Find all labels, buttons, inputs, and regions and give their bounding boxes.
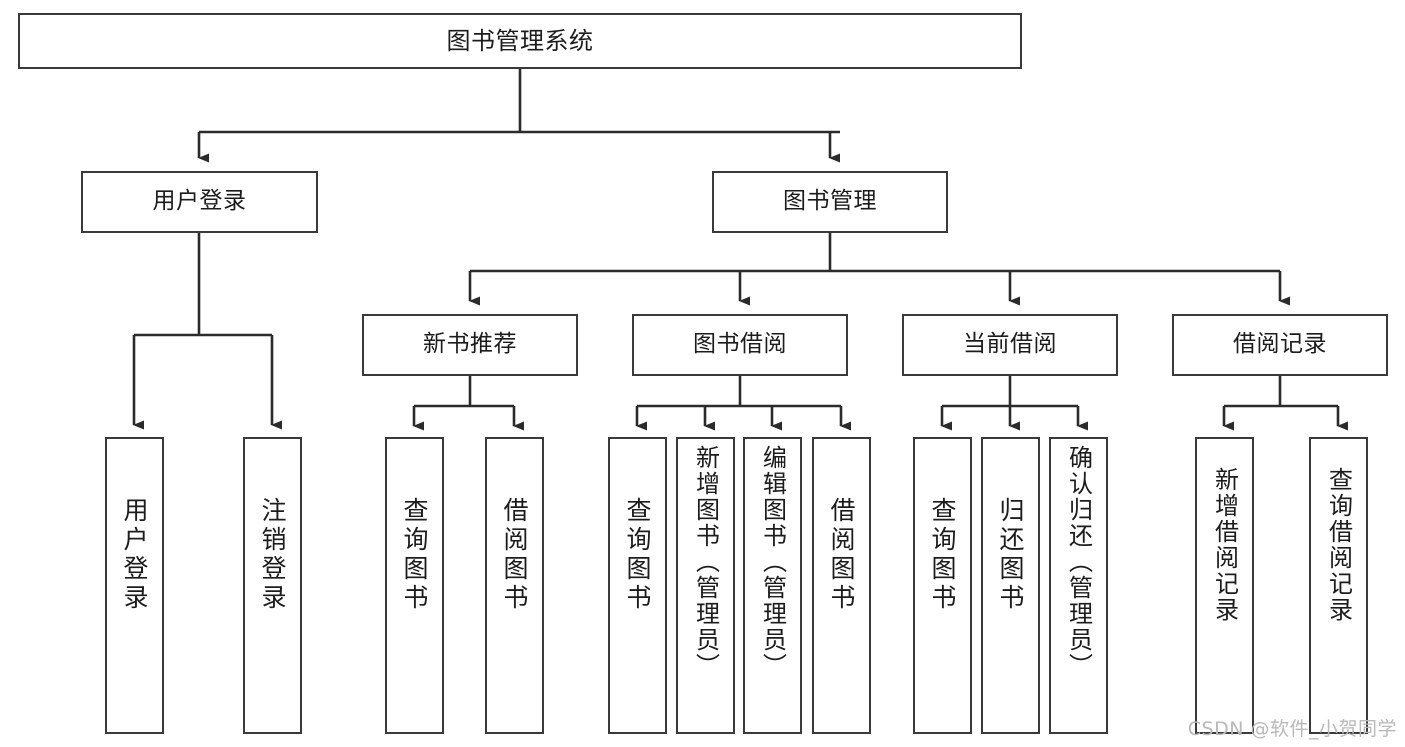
watermark-text: CSDN @软件_小贺同学 <box>1187 718 1397 740</box>
node-borrow-record[interactable]: 借阅记录 <box>1172 314 1388 376</box>
node-new-book-rec[interactable]: 新书推荐 <box>362 314 578 376</box>
node-leaf-query-record[interactable]: 查询借阅记录 <box>1309 437 1368 734</box>
node-borrow-record-label: 借阅记录 <box>1233 331 1327 358</box>
node-leaf-edit-book-label: 编辑图书（管理员） <box>758 445 787 679</box>
node-new-book-rec-label: 新书推荐 <box>423 331 517 358</box>
node-leaf-add-book[interactable]: 新增图书（管理员） <box>676 437 735 734</box>
node-leaf-logout[interactable]: 注销登录 <box>243 437 302 734</box>
node-leaf-query-book-2[interactable]: 查询图书 <box>608 437 667 734</box>
node-leaf-return-book-label: 归还图书 <box>996 497 1025 613</box>
node-leaf-confirm-return[interactable]: 确认归还（管理员） <box>1049 437 1108 734</box>
node-leaf-query-book-2-label: 查询图书 <box>623 497 652 613</box>
node-current-borrow-label: 当前借阅 <box>963 331 1057 358</box>
node-leaf-query-book-3-label: 查询图书 <box>928 497 957 613</box>
node-book-manage[interactable]: 图书管理 <box>712 171 948 233</box>
node-leaf-borrow-book-1-label: 借阅图书 <box>500 497 529 613</box>
node-leaf-add-book-label: 新增图书（管理员） <box>691 445 720 679</box>
node-leaf-add-record[interactable]: 新增借阅记录 <box>1195 437 1254 734</box>
node-leaf-borrow-book-1[interactable]: 借阅图书 <box>485 437 544 734</box>
node-leaf-borrow-book-2[interactable]: 借阅图书 <box>812 437 871 734</box>
node-user-login[interactable]: 用户登录 <box>81 171 318 233</box>
node-leaf-return-book[interactable]: 归还图书 <box>981 437 1040 734</box>
node-leaf-add-record-label: 新增借阅记录 <box>1210 467 1239 623</box>
node-book-manage-label: 图书管理 <box>783 188 877 215</box>
node-book-borrow-label: 图书借阅 <box>693 331 787 358</box>
node-leaf-query-book-3[interactable]: 查询图书 <box>913 437 972 734</box>
node-leaf-logout-label: 注销登录 <box>258 497 287 613</box>
node-current-borrow[interactable]: 当前借阅 <box>902 314 1118 376</box>
node-book-borrow[interactable]: 图书借阅 <box>632 314 848 376</box>
node-leaf-confirm-return-label: 确认归还（管理员） <box>1064 445 1093 679</box>
node-leaf-query-book-1-label: 查询图书 <box>400 497 429 613</box>
node-leaf-user-login-label: 用户登录 <box>120 497 149 613</box>
node-leaf-edit-book[interactable]: 编辑图书（管理员） <box>743 437 802 734</box>
node-leaf-query-book-1[interactable]: 查询图书 <box>385 437 444 734</box>
node-root[interactable]: 图书管理系统 <box>18 13 1022 69</box>
node-leaf-query-record-label: 查询借阅记录 <box>1324 467 1353 623</box>
node-leaf-borrow-book-2-label: 借阅图书 <box>827 497 856 613</box>
node-user-login-label: 用户登录 <box>152 188 247 215</box>
node-leaf-user-login[interactable]: 用户登录 <box>105 437 164 734</box>
node-root-label: 图书管理系统 <box>446 26 594 55</box>
